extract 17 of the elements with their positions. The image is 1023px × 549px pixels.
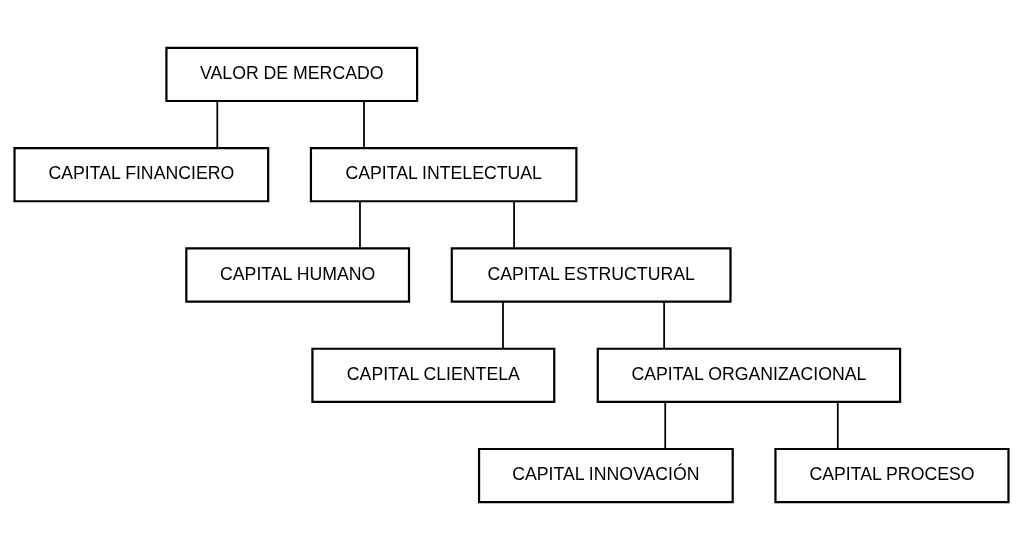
node-box: CAPITAL CLIENTELA (311, 347, 556, 403)
node-box: CAPITAL FINANCIERO (13, 146, 270, 202)
connector (663, 300, 665, 349)
connector (363, 99, 365, 149)
node-box: CAPITAL PROCESO (774, 447, 1010, 503)
connector (359, 200, 361, 249)
node-box: CAPITAL ORGANIZACIONAL (596, 347, 902, 403)
node-box: CAPITAL ESTRUCTURAL (450, 246, 732, 303)
connector (836, 400, 839, 449)
connector (216, 99, 219, 149)
connector (502, 300, 504, 349)
node-box: CAPITAL INNOVACIÓN (477, 447, 734, 503)
connector (664, 400, 667, 449)
node-box: CAPITAL INTELECTUAL (309, 146, 578, 202)
node-box: CAPITAL HUMANO (185, 246, 411, 303)
connector (513, 200, 515, 249)
node-box: VALOR DE MERCADO (165, 46, 419, 102)
